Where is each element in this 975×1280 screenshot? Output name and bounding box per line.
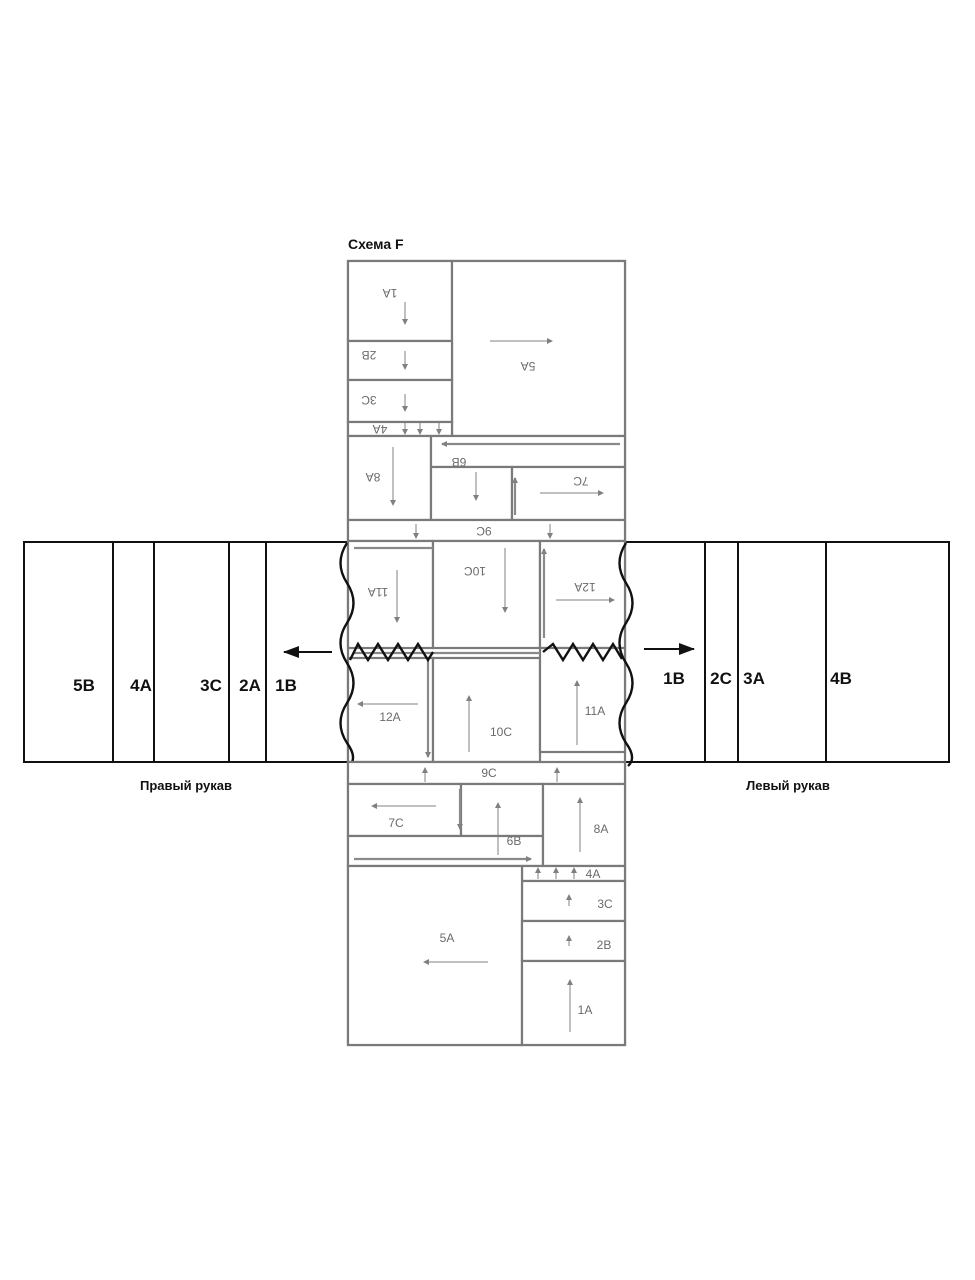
left-sleeve-label: 3A [743, 669, 765, 688]
block-label: 7C [573, 474, 589, 488]
block-5A [346, 864, 524, 1047]
block-label: 2B [362, 348, 377, 362]
block-6B [346, 834, 545, 868]
right-sleeve-label: 4A [130, 676, 152, 695]
block-label: 11A [585, 704, 605, 718]
block-label: 4A [586, 867, 601, 881]
right-sleeve-label: 1B [275, 676, 297, 695]
block-label: 8A [594, 822, 609, 836]
block-label: 10C [464, 564, 486, 578]
block-label: 5A [440, 931, 455, 945]
block-label: 2B [597, 938, 612, 952]
left-sleeve: 1B 2C 3A 4B [623, 541, 950, 763]
block-1A [520, 959, 627, 1047]
block-11A-top [346, 539, 435, 650]
seam-wave-right [618, 542, 634, 767]
block-8A [346, 434, 433, 522]
top-back-panel: 1A 2B 3C 4A 5A 6B 7C 8A 9C [346, 259, 627, 543]
left-sleeve-outline [623, 541, 950, 763]
right-sleeve-label: 3C [200, 676, 222, 695]
block-label: 3C [597, 897, 613, 911]
left-sleeve-caption: Левый рукав [746, 778, 830, 793]
block-6B-upper [459, 782, 545, 838]
right-sleeve: 5B 4A 3C 2A 1B [23, 541, 349, 763]
block-label: 12A [379, 710, 400, 724]
block-10C-bottom [431, 656, 542, 764]
block-label: 5A [521, 359, 536, 373]
seam-wave-left [339, 542, 355, 767]
right-sleeve-label: 2A [239, 676, 261, 695]
block-label: 9C [476, 524, 492, 538]
block-label: 9C [481, 766, 497, 780]
block-6B-lower [429, 465, 514, 522]
block-label: 12A [574, 580, 595, 594]
center-panel: 11A 10C 12A 12A 10C 11A [339, 539, 634, 767]
block-5A [450, 259, 627, 438]
right-sleeve-caption: Правый рукав [140, 778, 232, 793]
block-label: 6B [507, 834, 522, 848]
zigzag-edge-left [348, 641, 435, 663]
block-11A-bottom [538, 646, 627, 754]
block-label: 1A [383, 286, 398, 300]
block-label: 11A [368, 585, 388, 599]
schema-title: Схема F [348, 236, 404, 252]
left-sleeve-label: 4B [830, 669, 852, 688]
block-label: 8A [366, 470, 381, 484]
block-4A [346, 420, 454, 438]
right-sleeve-label: 5B [73, 676, 95, 695]
block-label: 1A [578, 1003, 593, 1017]
block-10C-top [431, 539, 542, 650]
block-8A [541, 782, 627, 868]
zigzag-edge-right [542, 641, 624, 663]
block-label: 3C [361, 393, 377, 407]
block-label: 7C [388, 816, 404, 830]
block-1A [346, 259, 454, 343]
block-label: 4A [373, 422, 388, 436]
left-sleeve-label: 1B [663, 669, 685, 688]
block-label: 6B [452, 455, 467, 469]
bottom-front-panel: 9C 7C 6B 8A 4A 3C 5A 2B 1A [346, 760, 627, 1047]
block-7C [346, 782, 463, 838]
left-sleeve-label: 2C [710, 669, 732, 688]
block-label: 10C [490, 725, 512, 739]
